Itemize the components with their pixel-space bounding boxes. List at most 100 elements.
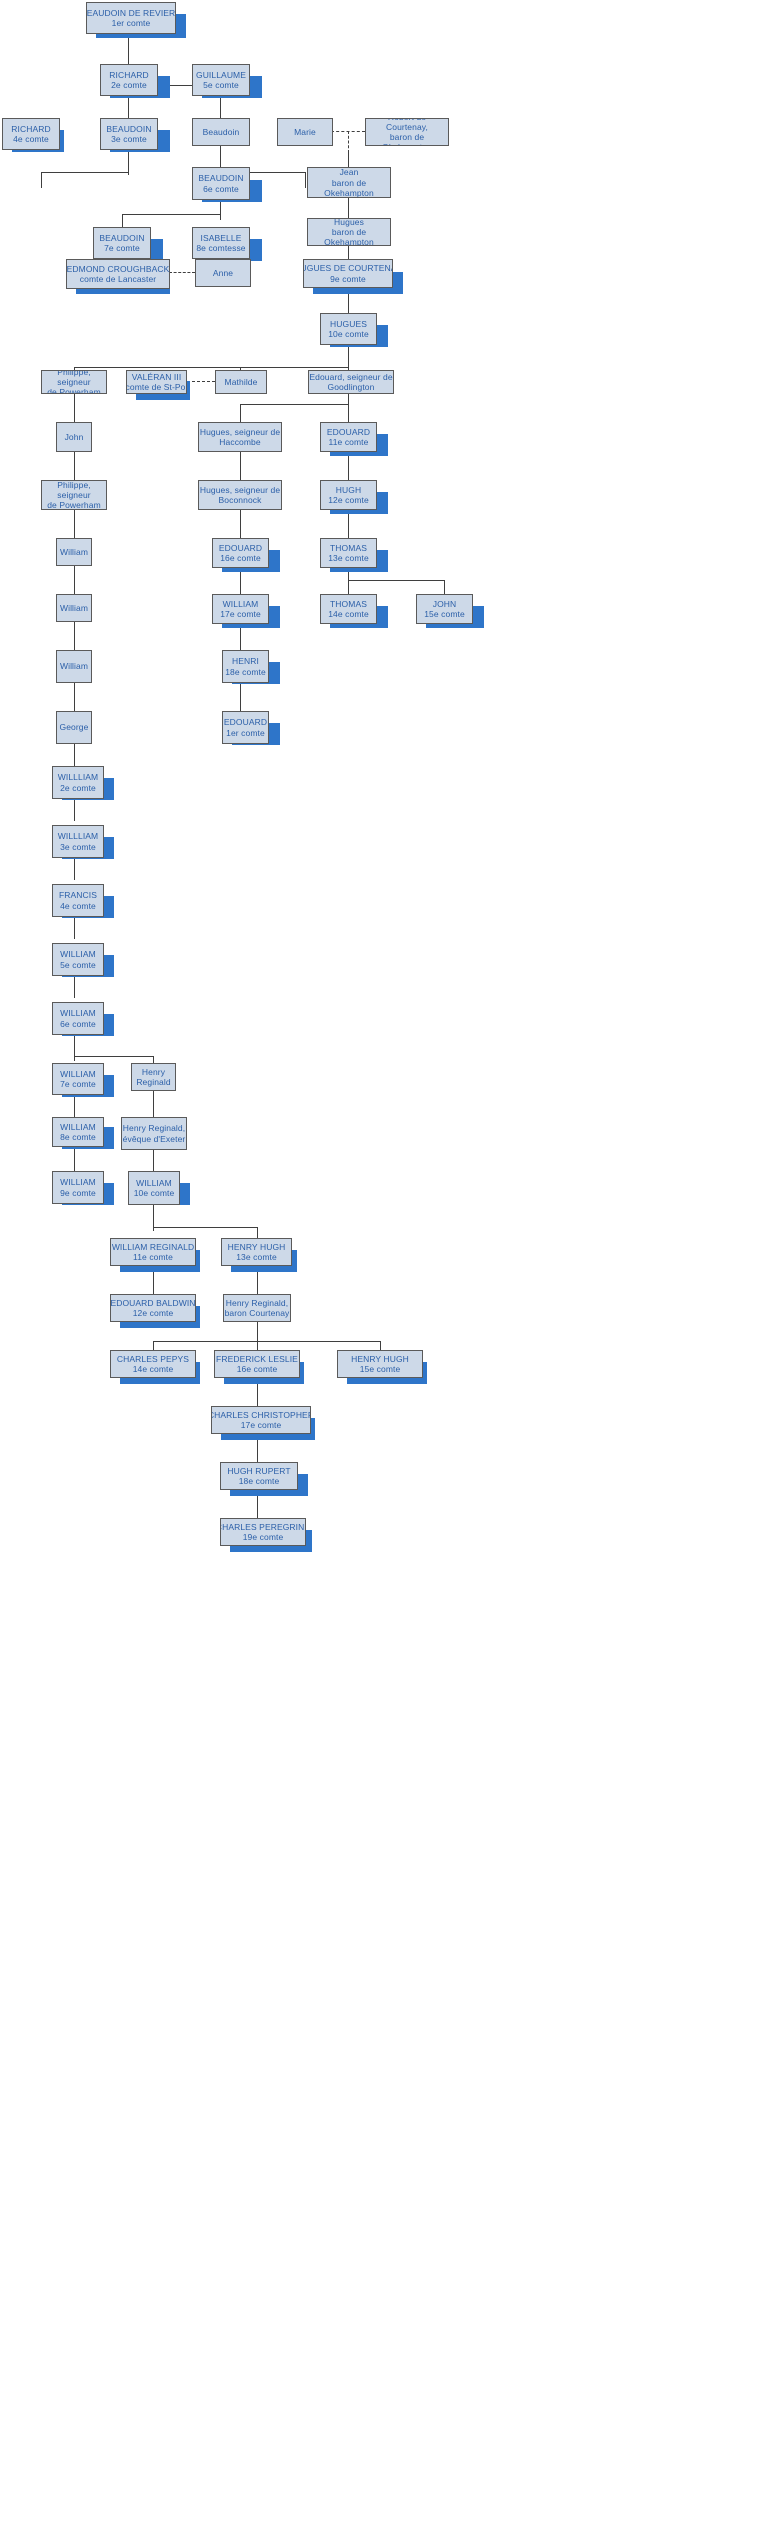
node-jean-baron-de-okehampton[interactable]: Jean baron de Okehampton [307,167,391,198]
node-william-2e-comte[interactable]: WILLLIAM 2e comte [52,766,104,799]
connector [348,198,349,218]
connector [153,1091,154,1117]
connector [240,452,241,480]
node-hugues-seigneur-de-boconnock[interactable]: Hugues, seigneur de Boconnock [198,480,282,510]
node-beaudoin-7e-comte[interactable]: BEAUDOIN 7e comte [93,227,151,259]
node-edouard-seigneur-de-goodlington[interactable]: Edouard, seigneur de Goodlington [308,370,394,394]
node-hugues-10e-comte[interactable]: HUGUES 10e comte [320,313,377,345]
connector [348,367,349,370]
connector [257,1434,258,1462]
connector [74,622,75,650]
connector [348,580,444,581]
node-william-17e-comte[interactable]: WILLIAM 17e comte [212,594,269,624]
connector [240,404,241,422]
connector [240,622,241,650]
connector [74,367,348,368]
node-edouard-1er-comte[interactable]: EDOUARD 1er comte [222,711,269,744]
node-thomas-14e-comte[interactable]: THOMAS 14e comte [320,594,377,624]
node-frederick-leslie-16e-comte[interactable]: FREDERICK LESLIE 16e comte [214,1350,300,1378]
node-marie[interactable]: Marie [277,118,333,146]
node-henri-18e-comte[interactable]: HENRI 18e comte [222,650,269,683]
node-richard-4e-comte[interactable]: RICHARD 4e comte [2,118,60,150]
node-william-7e-comte[interactable]: WILLIAM 7e comte [52,1063,104,1095]
node-thomas-13e-comte[interactable]: THOMAS 13e comte [320,538,377,568]
node-charles-christopher-17e-comte[interactable]: CHARLES CHRISTOPHER 17e comte [211,1406,311,1434]
node-richard-2e-comte[interactable]: RICHARD 2e comte [100,64,158,96]
connector [74,367,75,370]
node-henry-reginald-eveque-exeter[interactable]: Henry Reginald, évêque d'Exeter [121,1117,187,1150]
node-mathilde[interactable]: Mathilde [215,370,267,394]
connector [74,1147,75,1171]
node-guillaume-5e-comte[interactable]: GUILLAUME 5e comte [192,64,250,96]
node-william-3[interactable]: William [56,650,92,683]
node-francis-4e-comte[interactable]: FRANCIS 4e comte [52,884,104,917]
node-anne[interactable]: Anne [195,259,251,287]
node-charles-peregrine-19e-comte[interactable]: CHARLES PEREGRINE 19e comte [220,1518,306,1546]
node-hugh-rupert-18e-comte[interactable]: HUGH RUPERT 18e comte [220,1462,298,1490]
connector [122,214,220,215]
node-george[interactable]: George [56,711,92,744]
connector [74,1035,75,1061]
node-henry-hugh-15e-comte[interactable]: HENRY HUGH 15e comte [337,1350,423,1378]
connector [257,1227,258,1238]
node-william-1[interactable]: William [56,538,92,566]
node-edouard-11e-comte[interactable]: EDOUARD 11e comte [320,422,377,452]
node-charles-pepys-14e-comte[interactable]: CHARLES PEPYS 14e comte [110,1350,196,1378]
connector [348,345,349,371]
connector [122,214,123,227]
node-henry-reginald-baron-courtenay[interactable]: Henry Reginald, baron Courtenay [223,1294,291,1322]
node-beaudoin[interactable]: Beaudoin [192,118,250,146]
node-william-10e-comte[interactable]: WILLIAM 10e comte [128,1171,180,1205]
connector [348,452,349,480]
connector [153,1205,154,1231]
marriage-connector [187,381,215,382]
node-hugues-de-courtenay-9e-comte[interactable]: HUGUES DE COURTENAY 9e comte [303,259,393,288]
node-hugues-seigneur-de-haccombe[interactable]: Hugues, seigneur de Haccombe [198,422,282,452]
connector [240,367,241,370]
connector [257,1490,258,1518]
node-philippe-seigneur-de-powerham-1[interactable]: Philippe, seigneur de Powerham [41,370,107,394]
connector [348,394,349,422]
node-philippe-seigneur-de-powerham-2[interactable]: Philippe, seigneur de Powerham [41,480,107,510]
connector [41,172,128,173]
connector [348,131,349,153]
connector [257,1378,258,1406]
node-henry-hugh-13e-comte[interactable]: HENRY HUGH 13e comte [221,1238,292,1266]
node-edmond-croughback[interactable]: EDMOND CROUGHBACK comte de Lancaster [66,259,170,289]
connector [74,1056,153,1057]
node-william-5e-comte[interactable]: WILLIAM 5e comte [52,943,104,976]
node-william-6e-comte[interactable]: WILLIAM 6e comte [52,1002,104,1035]
node-john-15e-comte[interactable]: JOHN 15e comte [416,594,473,624]
node-john[interactable]: John [56,422,92,452]
connector [74,744,75,766]
node-william-3e-comte[interactable]: WILLLIAM 3e comte [52,825,104,858]
connector [74,917,75,939]
node-beaudoin-de-reviers-1er-comte[interactable]: BEAUDOIN DE REVIERS 1er comte [86,2,176,34]
connector [74,452,75,480]
connector [74,394,75,422]
connector [240,404,348,405]
node-hugues-baron-de-okehampton[interactable]: Hugues baron de Okehampton [307,218,391,246]
connector [74,976,75,998]
connector [74,799,75,821]
connector [348,245,349,260]
marriage-connector [169,272,195,273]
node-william-8e-comte[interactable]: WILLIAM 8e comte [52,1117,104,1147]
connector [153,1056,154,1063]
node-isabelle-8e-comtesse[interactable]: ISABELLE 8e comtesse [192,227,250,259]
node-valeran-iii[interactable]: VALÉRAN III comte de St-Pol [126,370,187,394]
node-william-9e-comte[interactable]: WILLIAM 9e comte [52,1171,104,1204]
node-william-reginald-11e-comte[interactable]: WILLIAM REGINALD 11e comte [110,1238,196,1266]
connector [74,1095,75,1117]
node-edouard-baldwin-12e-comte[interactable]: EDOUARD BALDWIN 12e comte [110,1294,196,1322]
connector [153,1341,380,1342]
node-hugh-12e-comte[interactable]: HUGH 12e comte [320,480,377,510]
node-william-2[interactable]: William [56,594,92,622]
node-edouard-16e-comte[interactable]: EDOUARD 16e comte [212,538,269,568]
connector [153,1266,154,1294]
node-beaudoin-3e-comte[interactable]: BEAUDOIN 3e comte [100,118,158,150]
node-henry-reginald[interactable]: Henry Reginald [131,1063,176,1091]
connector [153,1150,154,1171]
node-beaudoin-6e-comte[interactable]: BEAUDOIN 6e comte [192,167,250,200]
node-robert-de-courtenay[interactable]: Robert de Courtenay, baron de Okehampton [365,118,449,146]
